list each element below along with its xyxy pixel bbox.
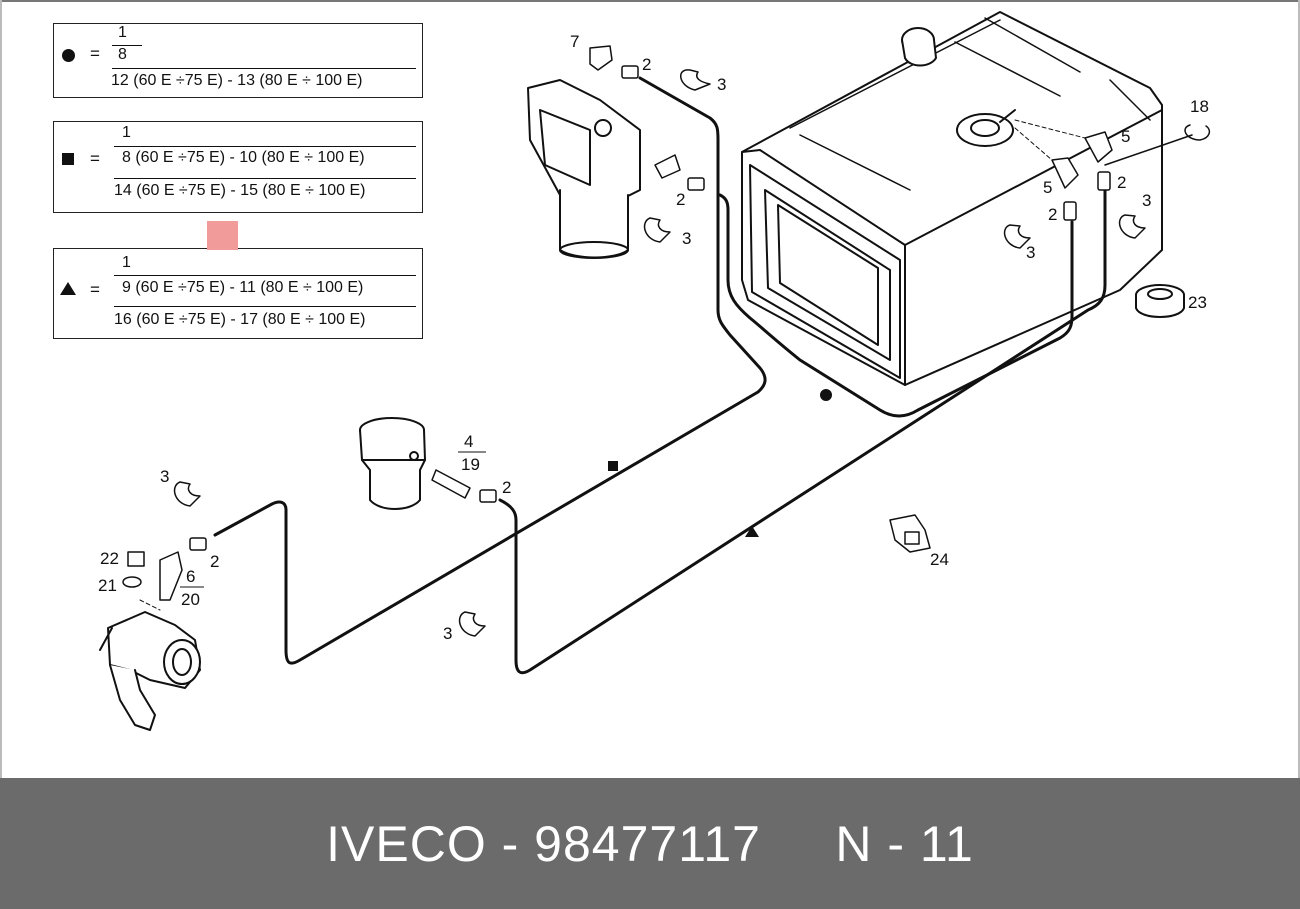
legend-numerator: 1	[122, 254, 131, 271]
legend-line1: 9 (60 E ÷75 E) - 11 (80 E ÷ 100 E)	[122, 279, 364, 296]
callout-22: 22	[100, 549, 119, 568]
fraction-bar	[114, 178, 416, 179]
footer-bar: IVECO - 98477117 N - 11	[0, 778, 1300, 909]
callout-3: 3	[1026, 243, 1035, 262]
callout-3: 3	[1142, 191, 1151, 210]
callout-21: 21	[98, 576, 117, 595]
legend-line2: 12 (60 E ÷75 E) - 13 (80 E ÷ 100 E)	[111, 72, 363, 89]
filter-bowl	[359, 417, 426, 510]
legend-numerator: 1	[122, 124, 131, 141]
callout-2: 2	[642, 55, 651, 74]
callout-24: 24	[930, 550, 949, 569]
legend-line1: 8	[118, 46, 127, 63]
fuel-tank	[741, 11, 1163, 386]
callout-4: 4	[464, 432, 473, 451]
route-square-marker	[608, 461, 618, 471]
legend-square: = 1 8 (60 E ÷75 E) - 10 (80 E ÷ 100 E) 1…	[53, 121, 423, 213]
legend-line2: 14 (60 E ÷75 E) - 15 (80 E ÷ 100 E)	[114, 182, 366, 199]
top-border	[0, 0, 1300, 2]
fraction-bar	[114, 275, 416, 276]
fuel-lines	[213, 76, 1193, 675]
legend-circle: = 1 8 12 (60 E ÷75 E) - 13 (80 E ÷ 100 E…	[53, 23, 423, 98]
clips	[173, 69, 1211, 637]
legend-line1: 8 (60 E ÷75 E) - 10 (80 E ÷ 100 E)	[122, 149, 365, 166]
square-icon	[62, 153, 74, 165]
callout-7: 7	[570, 32, 579, 51]
right-border	[1298, 0, 1300, 778]
callout-2: 2	[502, 478, 511, 497]
lift-pump	[99, 611, 201, 731]
fraction-bar	[112, 45, 142, 46]
callout-3: 3	[160, 467, 169, 486]
route-triangle-marker	[745, 526, 759, 537]
legend-equals: =	[90, 149, 100, 168]
callout-18: 18	[1190, 97, 1209, 116]
exploded-diagram: 7 2 3 2 3 18 5 5 2 2 3 3 23 4 19 2 3 22 …	[98, 11, 1211, 731]
callout-23: 23	[1188, 293, 1207, 312]
part-number-caption: IVECO - 98477117 N - 11	[326, 815, 974, 872]
legend-triangle: = 1 9 (60 E ÷75 E) - 11 (80 E ÷ 100 E) 1…	[53, 248, 423, 339]
fraction-bar	[112, 68, 416, 69]
triangle-icon	[60, 282, 76, 295]
sensor	[889, 514, 931, 553]
legend-line2: 16 (60 E ÷75 E) - 17 (80 E ÷ 100 E)	[114, 311, 366, 328]
callout-2: 2	[1117, 173, 1126, 192]
legend-equals: =	[90, 280, 100, 299]
leader-lines	[139, 119, 1086, 611]
callout-2: 2	[1048, 205, 1057, 224]
callout-3: 3	[682, 229, 691, 248]
fittings	[122, 45, 1113, 601]
route-circle-marker	[820, 389, 832, 401]
callout-2: 2	[210, 552, 219, 571]
callout-2: 2	[676, 190, 685, 209]
legend-equals: =	[90, 44, 100, 63]
grommet	[1135, 284, 1185, 318]
highlight-marker	[207, 221, 238, 250]
callout-5: 5	[1121, 127, 1130, 146]
circle-icon	[62, 49, 75, 62]
callout-20: 20	[181, 590, 200, 609]
callout-3: 3	[443, 624, 452, 643]
callout-3: 3	[717, 75, 726, 94]
fraction-bar	[114, 146, 416, 147]
left-border	[0, 0, 2, 778]
callout-6: 6	[186, 567, 195, 586]
legend-numerator: 1	[118, 24, 127, 41]
callout-19: 19	[461, 455, 480, 474]
fuel-filter-upper	[527, 79, 641, 259]
fraction-bar	[114, 306, 416, 307]
callout-5: 5	[1043, 178, 1052, 197]
